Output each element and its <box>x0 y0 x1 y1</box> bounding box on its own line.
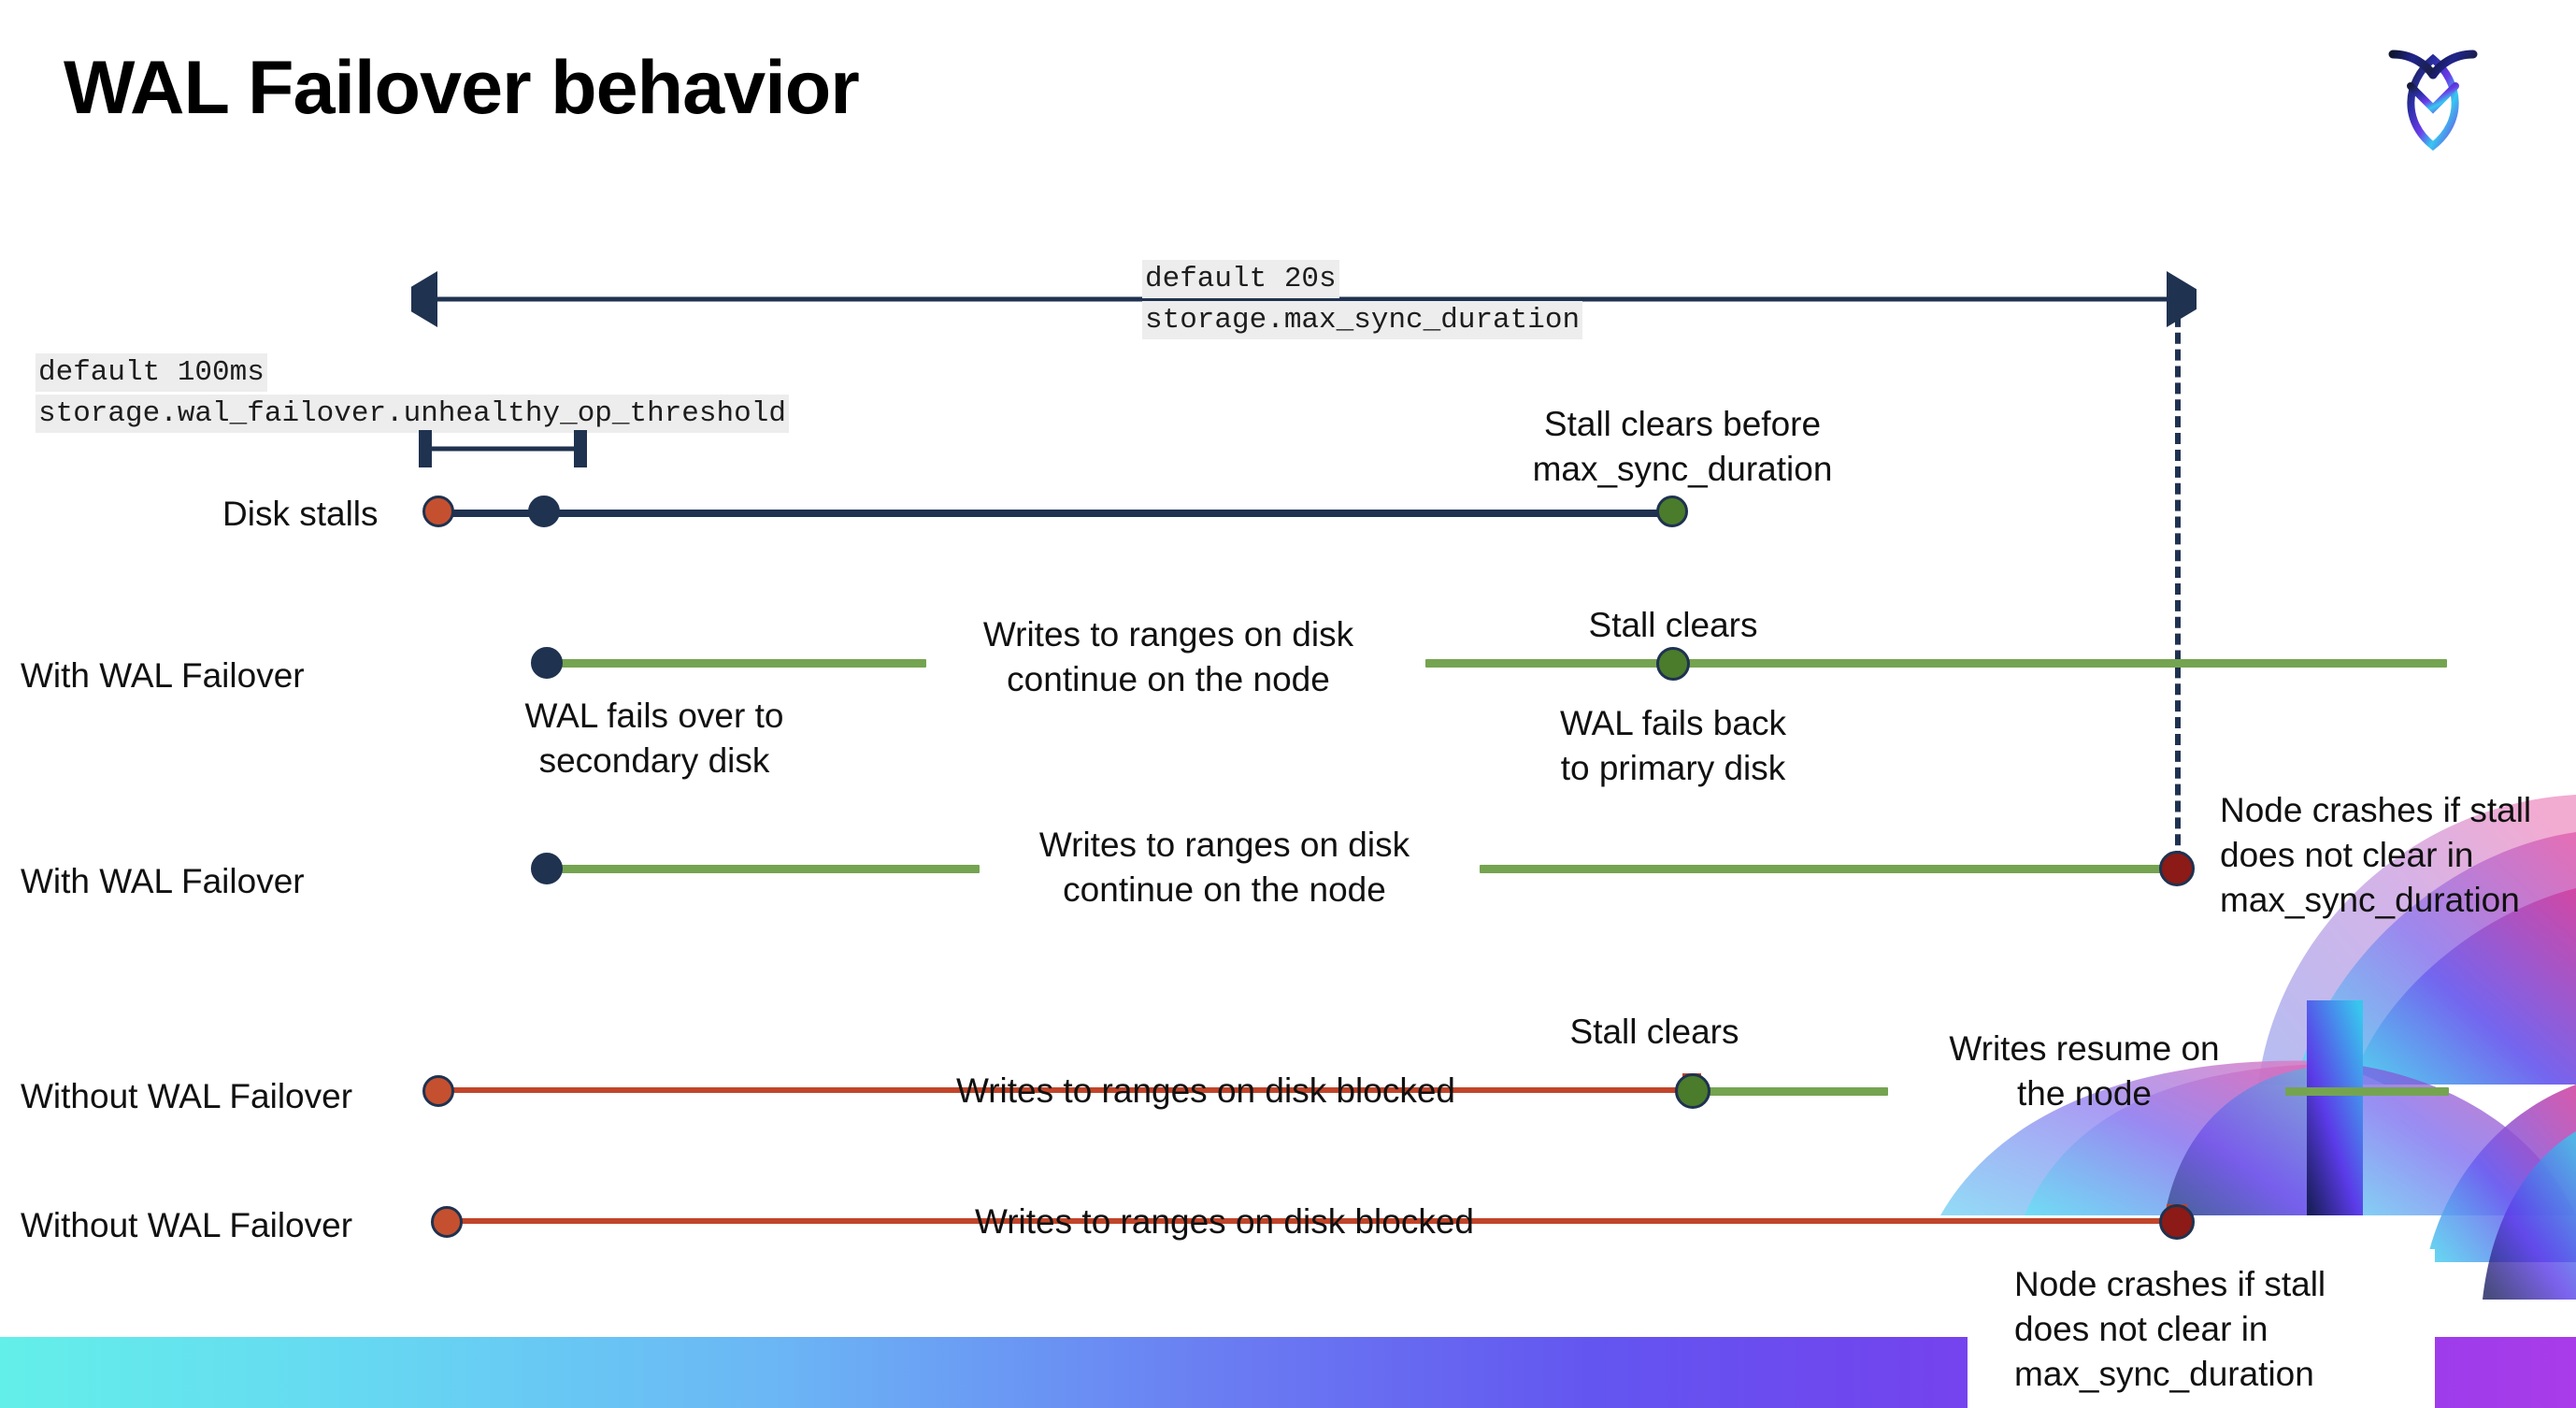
without-failover-clears-clear-dot <box>1675 1073 1710 1109</box>
annotation-node-crashes-1: Node crashes if stall does not clear in … <box>2220 791 2532 919</box>
annotation-writes-continue-1: Writes to ranges on disk continue on the… <box>982 615 1354 698</box>
without-failover-clears-green-b <box>2285 1087 2449 1096</box>
disk-stalls-timeline <box>436 510 1679 517</box>
row-label-without-wal-failover-crash: Without WAL Failover <box>21 1206 353 1244</box>
unhealthy-op-threshold-arrow <box>419 430 587 467</box>
annotation-stall-clears-2: Stall clears <box>1569 1013 1739 1051</box>
with-failover-clears-clear-dot <box>1656 647 1690 681</box>
row-label-with-wal-failover-clears: With WAL Failover <box>21 656 305 695</box>
annotation-node-crashes-2: Node crashes if stall does not clear in … <box>2014 1265 2326 1393</box>
disk-stall-clear-dot <box>1656 496 1688 527</box>
annotation-stall-clears-before: Stall clears before max_sync_duration <box>1532 405 1833 488</box>
disk-stall-start-dot <box>422 496 454 527</box>
disk-stall-threshold-dot <box>528 496 560 527</box>
with-failover-crash-segment-a <box>550 865 980 873</box>
cockroachdb-logo <box>2372 28 2494 159</box>
row-label-without-wal-failover-clears: Without WAL Failover <box>21 1077 353 1115</box>
max-sync-duration-dashed-guide <box>2175 299 2181 879</box>
annotation-wal-fails-over: WAL fails over to secondary disk <box>524 697 784 780</box>
without-failover-clears-start-dot <box>422 1075 454 1107</box>
row-label-disk-stalls: Disk stalls <box>222 495 379 533</box>
annotation-writes-continue-2: Writes to ranges on disk continue on the… <box>1038 826 1410 909</box>
with-failover-clears-segment-a <box>550 659 926 668</box>
without-failover-crash-start-dot <box>431 1206 463 1238</box>
row-label-with-wal-failover-crash: With WAL Failover <box>21 862 305 900</box>
with-failover-clears-segment-b <box>1425 659 2447 668</box>
max-sync-duration-arrow <box>411 271 2197 327</box>
annotation-writes-blocked-2: Writes to ranges on disk blocked <box>974 1202 1475 1241</box>
unhealthy-op-threshold-setting-chip: storage.wal_failover.unhealthy_op_thresh… <box>36 395 789 433</box>
without-failover-clears-green-a <box>1706 1087 1888 1096</box>
annotation-stall-clears-1: Stall clears <box>1588 606 1758 644</box>
with-failover-crash-segment-b <box>1480 865 2171 873</box>
crash-callout-plate <box>1968 1249 2435 1408</box>
with-failover-crash-start-dot <box>531 853 563 884</box>
without-failover-clears-red-arrow <box>439 1073 1701 1101</box>
annotation-writes-blocked-1: Writes to ranges on disk blocked <box>955 1071 1456 1110</box>
max-sync-duration-default-chip: default 20s <box>1142 260 1339 298</box>
with-failover-crash-node-dot <box>2159 851 2195 886</box>
without-failover-crash-node-dot <box>2159 1204 2195 1240</box>
max-sync-duration-setting-chip: storage.max_sync_duration <box>1142 301 1583 339</box>
unhealthy-op-threshold-default-chip: default 100ms <box>36 353 267 392</box>
annotation-wal-fails-back: WAL fails back to primary disk <box>1560 704 1786 787</box>
with-failover-clears-start-dot <box>531 647 563 679</box>
annotation-writes-resume: Writes resume on the node <box>1949 1029 2220 1113</box>
page-title: WAL Failover behavior <box>64 46 860 130</box>
without-failover-crash-red-arrow <box>439 1204 2187 1232</box>
